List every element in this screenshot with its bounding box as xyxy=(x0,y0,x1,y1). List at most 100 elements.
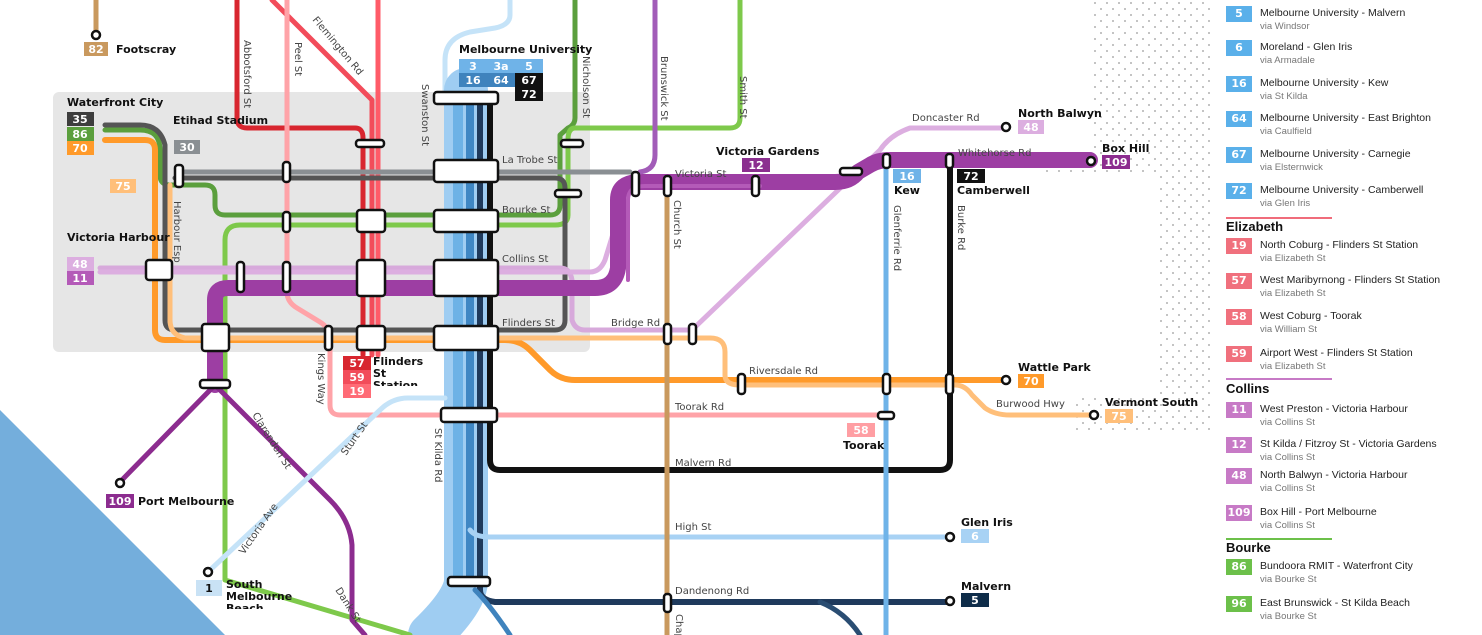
route-badge-12: 12 xyxy=(748,159,763,172)
terminal-wattle-park[interactable] xyxy=(1000,374,1012,386)
terminal-footscray[interactable] xyxy=(90,29,102,41)
route-badge-5: 5 xyxy=(525,60,533,73)
interchange-melb-uni[interactable] xyxy=(432,90,500,106)
route-badge-30: 30 xyxy=(179,141,195,154)
route-line-86 xyxy=(102,0,578,218)
stop-name-glen-iris: Glen Iris xyxy=(961,516,1013,529)
legend-item[interactable]: 59 Airport West - Flinders St Station vi… xyxy=(1226,346,1482,374)
tick-nicholson-2[interactable] xyxy=(553,188,583,199)
legend-item[interactable]: 86 Bundoora RMIT - Waterfront City via B… xyxy=(1226,559,1482,587)
legend-item[interactable]: 11 West Preston - Victoria Harbour via C… xyxy=(1226,402,1482,430)
interchange-swanston-flinders[interactable] xyxy=(432,324,500,352)
interchange-swanston-latrobe[interactable] xyxy=(432,158,500,184)
interchange-swanston-bourke[interactable] xyxy=(432,208,500,234)
tick-collins-king[interactable] xyxy=(235,260,246,294)
legend-item[interactable]: 19 North Coburg - Flinders St Station vi… xyxy=(1226,238,1482,266)
street-label: Malvern Rd xyxy=(675,458,731,469)
tick-victoria-hoddle[interactable] xyxy=(630,170,641,198)
legend-route-name: Melbourne University - Camberwell xyxy=(1260,184,1424,196)
terminal-glen-iris[interactable] xyxy=(944,531,956,543)
legend-route-name: Moreland - Glen Iris xyxy=(1260,41,1353,53)
interchange-elizabeth-flinders[interactable] xyxy=(355,324,387,352)
terminal-malvern[interactable] xyxy=(944,595,956,607)
legend-item[interactable]: 67 Melbourne University - Carnegie via E… xyxy=(1226,147,1482,175)
interchange-harbour[interactable] xyxy=(144,258,174,282)
legend-item[interactable]: 12 St Kilda / Fitzroy St - Victoria Gard… xyxy=(1226,437,1482,465)
tick-port-junction[interactable] xyxy=(198,378,232,390)
legend-item[interactable]: 48 North Balwyn - Victoria Harbour via C… xyxy=(1226,468,1482,496)
legend-item[interactable]: 58 West Coburg - Toorak via William St xyxy=(1226,309,1482,337)
legend-item[interactable]: 57 West Maribyrnong - Flinders St Statio… xyxy=(1226,273,1482,301)
interchange-etihad[interactable] xyxy=(173,163,185,189)
stop-name-port-melbourne: Port Melbourne xyxy=(138,495,234,508)
route-line-11 xyxy=(97,265,695,333)
tick-dandenong-church[interactable] xyxy=(662,592,673,614)
tick-riversdale-glenferrie[interactable] xyxy=(881,372,892,396)
tick-toorak-glenferrie[interactable] xyxy=(876,410,896,421)
interchange-elizabeth-collins[interactable] xyxy=(355,258,387,298)
legend-item[interactable]: 6 Moreland - Glen Iris via Armadale xyxy=(1226,40,1482,68)
legend-route-name: Melbourne University - East Brighton xyxy=(1260,112,1431,124)
legend-route-via: via Elizabeth St xyxy=(1260,361,1326,372)
tick-nicholson-1[interactable] xyxy=(559,138,585,149)
street-label: Flinders St xyxy=(502,318,555,329)
legend-divider-bourke xyxy=(1226,538,1332,540)
route-badge-59: 59 xyxy=(349,371,364,384)
tick-latrobe-peel[interactable] xyxy=(281,160,292,184)
tick-collins-peel[interactable] xyxy=(281,260,292,294)
tick-bourke-peel[interactable] xyxy=(281,210,292,234)
route-badge-35: 35 xyxy=(72,113,87,126)
tick-victoria-gardens[interactable] xyxy=(750,174,761,198)
legend-item[interactable]: 64 Melbourne University - East Brighton … xyxy=(1226,111,1482,139)
legend-item[interactable]: 109 Box Hill - Port Melbourne via Collin… xyxy=(1226,505,1482,533)
tick-whitehorse-glenferrie[interactable] xyxy=(881,152,892,170)
route-badge-70b: 70 xyxy=(1023,375,1039,388)
interchange-elizabeth-bourke[interactable] xyxy=(355,208,387,234)
legend-route-badge: 48 xyxy=(1226,468,1252,484)
interchange-stkilda-junction[interactable] xyxy=(446,575,492,588)
tick-doncaster-junction[interactable] xyxy=(838,166,864,177)
tick-victoria-church[interactable] xyxy=(662,174,673,198)
legend-item[interactable]: 96 East Brunswick - St Kilda Beach via B… xyxy=(1226,596,1482,624)
street-label: Dank St xyxy=(332,586,362,625)
interchange-swanston-collins[interactable] xyxy=(432,258,500,298)
legend-route-via: via Collins St xyxy=(1260,452,1315,463)
interchange-spencer-flinders[interactable] xyxy=(200,322,231,353)
legend-route-name: West Preston - Victoria Harbour xyxy=(1260,403,1408,415)
tick-riversdale-burke[interactable] xyxy=(944,372,955,396)
route-line-75 xyxy=(167,182,1098,418)
route-badge-70: 70 xyxy=(72,142,88,155)
legend-route-via: via Elizabeth St xyxy=(1260,253,1326,264)
legend-item[interactable]: 5 Melbourne University - Malvern via Win… xyxy=(1226,6,1482,34)
street-label: Victoria Ave xyxy=(237,502,280,557)
legend-route-badge: 64 xyxy=(1226,111,1252,127)
tick-riversdale-1[interactable] xyxy=(736,372,747,396)
tick-elizabeth-top[interactable] xyxy=(354,138,386,149)
legend-route-badge: 19 xyxy=(1226,238,1252,254)
terminal-port-melbourne[interactable] xyxy=(114,477,126,489)
stop-name-vermont-south: Vermont South xyxy=(1105,396,1198,409)
terminal-south-melbourne[interactable] xyxy=(202,566,214,578)
legend-divider-elizabeth xyxy=(1226,217,1332,219)
tick-flinders-kingsway[interactable] xyxy=(323,324,334,352)
street-label: Harbour Esp xyxy=(171,201,182,263)
terminal-vermont-south[interactable] xyxy=(1088,409,1100,421)
legend-item[interactable]: 16 Melbourne University - Kew via St Kil… xyxy=(1226,76,1482,104)
tick-bridge-2[interactable] xyxy=(687,322,698,346)
tick-whitehorse-burke[interactable] xyxy=(944,152,955,170)
tick-bridge-church[interactable] xyxy=(662,322,673,346)
legend-route-name: Bundoora RMIT - Waterfront City xyxy=(1260,560,1413,572)
terminal-box-hill[interactable] xyxy=(1085,155,1097,167)
route-line-1 xyxy=(442,0,513,101)
street-label: Abbotsford St xyxy=(241,40,252,108)
legend-divider-collins xyxy=(1226,378,1332,380)
legend-group-title-elizabeth: Elizabeth xyxy=(1226,219,1284,234)
street-label: Bridge Rd xyxy=(611,318,660,329)
terminal-north-balwyn[interactable] xyxy=(1000,121,1012,133)
legend-route-name: West Coburg - Toorak xyxy=(1260,310,1362,322)
street-label: Peel St xyxy=(292,42,303,76)
interchange-stkilda[interactable] xyxy=(439,406,499,424)
legend-item[interactable]: 72 Melbourne University - Camberwell via… xyxy=(1226,183,1482,211)
route-badge-3: 3 xyxy=(469,60,477,73)
route-line-12 xyxy=(626,184,762,282)
